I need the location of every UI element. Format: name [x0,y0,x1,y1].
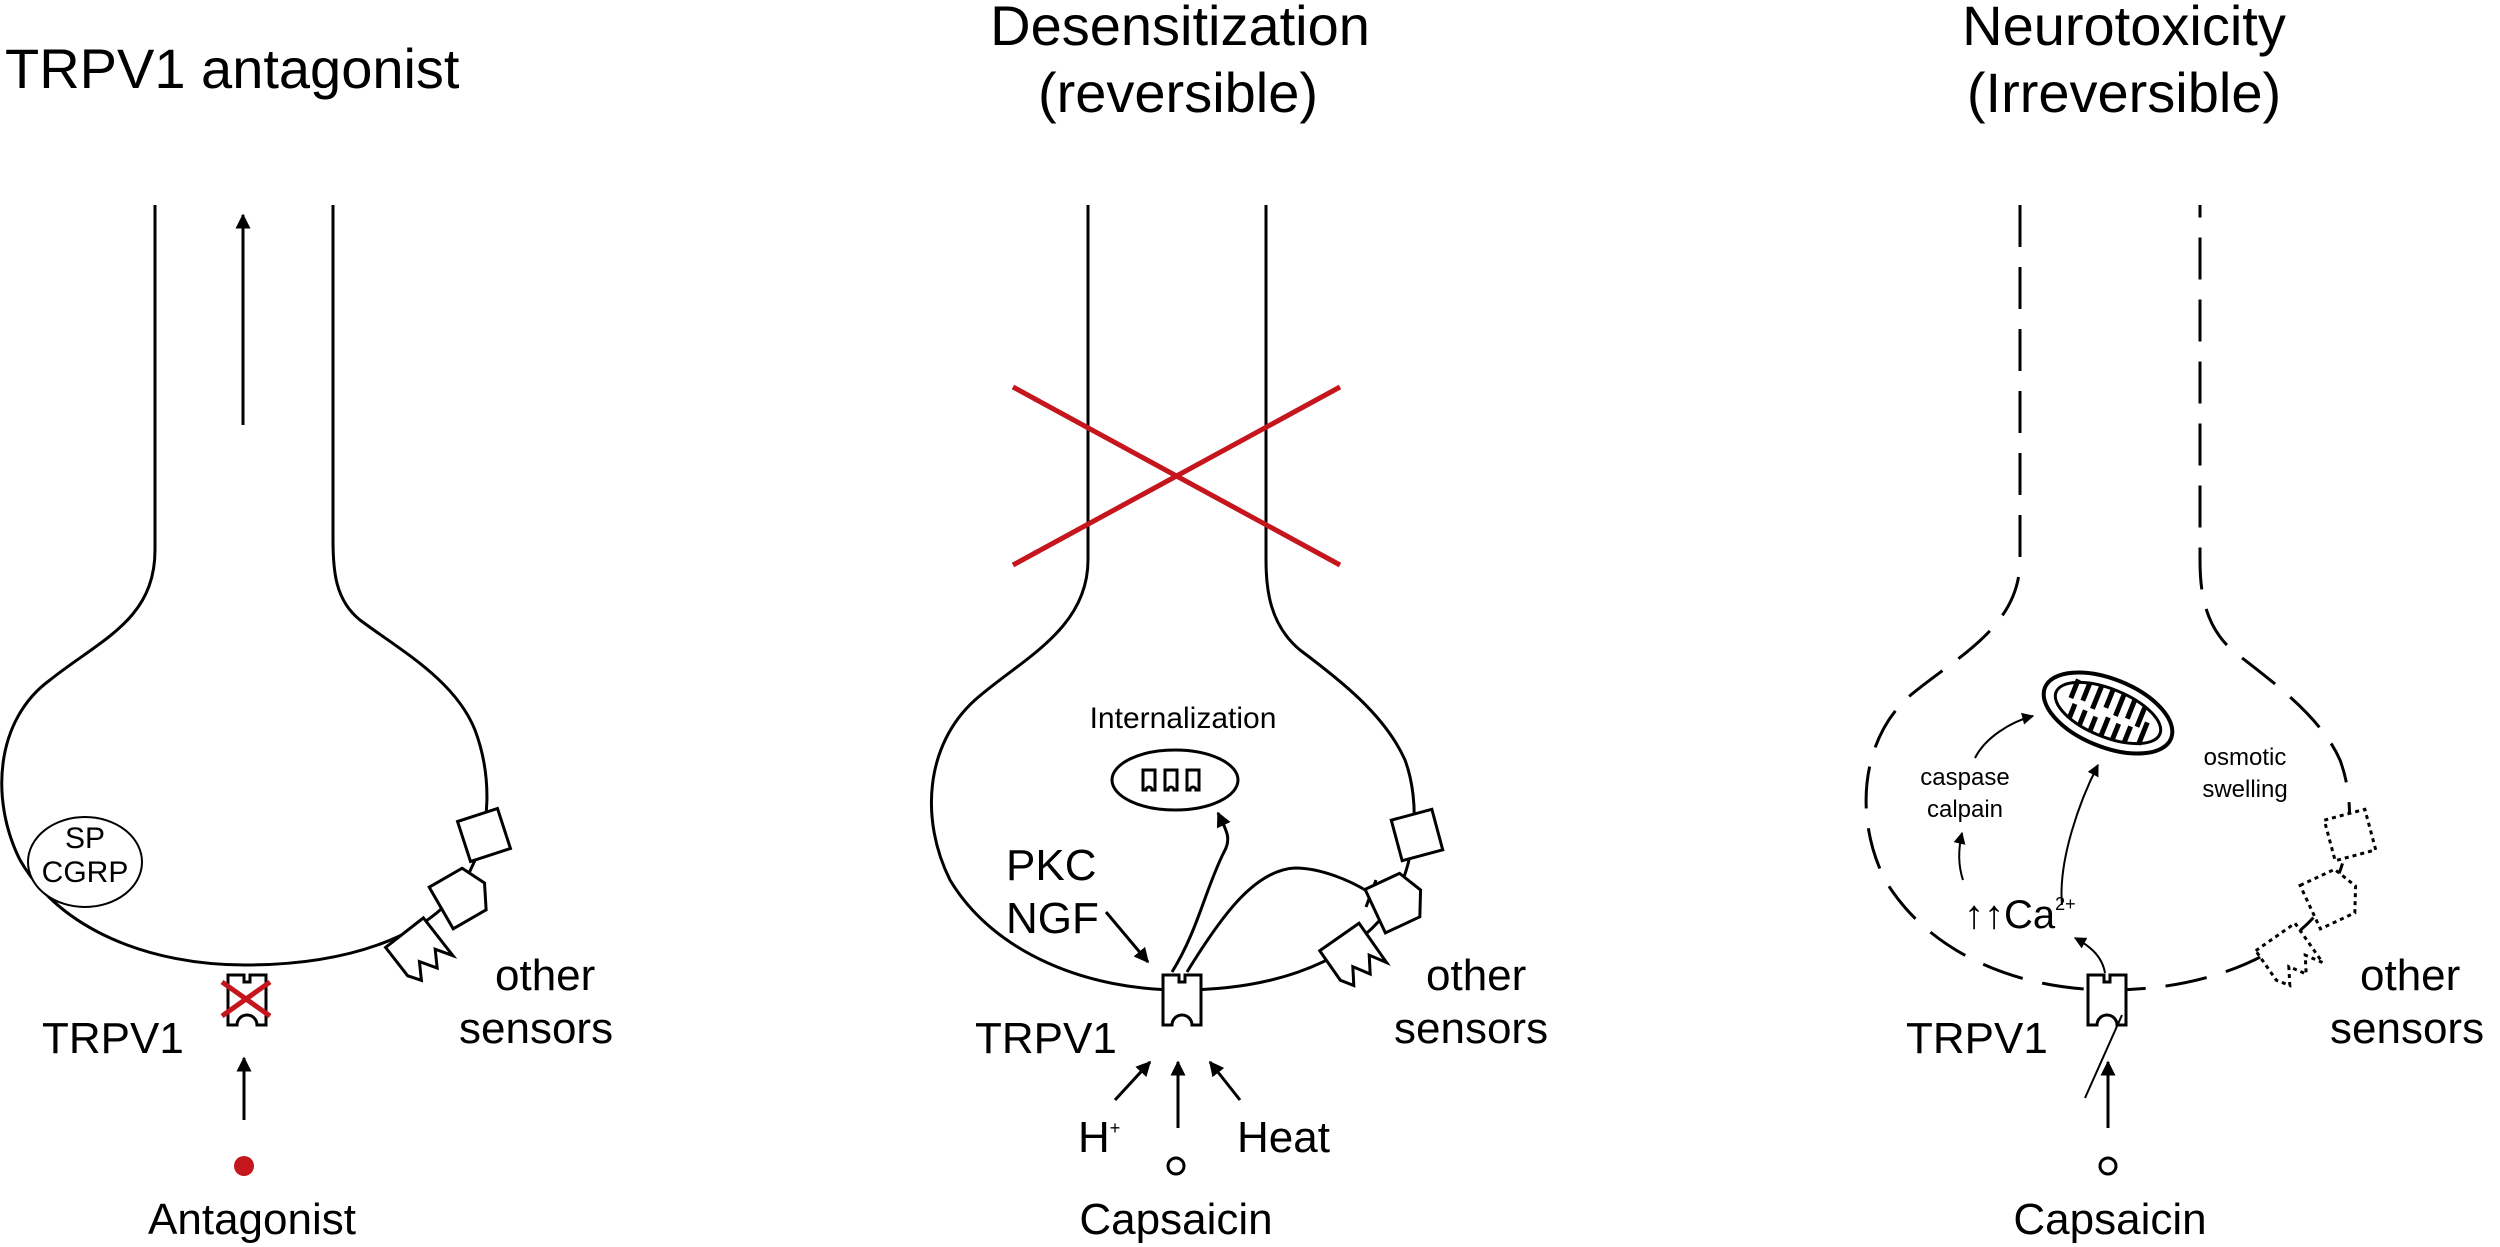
other-sensors-line2: sensors [2330,1004,2484,1053]
other-sensors-line1: other [2360,951,2460,1000]
calcium-to-caspase-arrow [1953,831,1966,881]
panel-desensitization-title-2: (reversible) [1038,61,1318,124]
trpv1-channel [2084,973,2128,1099]
caspase-arrow [1974,712,2035,759]
red-dot-icon [234,1156,254,1176]
sensor-pentagon-icon [427,860,499,931]
sensor-zigzag-icon [1318,921,1389,992]
channel-block-cross-icon [220,979,272,1019]
neuron-membrane-dashed [1864,205,2352,992]
sensor-pentagon-icon [1363,866,1433,935]
internalization-label: Internalization [1090,702,1277,735]
internalized-vesicle [1110,748,1240,812]
proton-arrow [1113,1060,1152,1102]
trpv1-label: TRPV1 [975,1014,1117,1063]
channel-to-calcium-arrow [2073,937,2106,974]
swelling-label: swelling [2202,776,2287,803]
heat-label: Heat [1237,1113,1330,1162]
degraded-sensors [2253,807,2378,988]
other-sensors-line2: sensors [1394,1004,1548,1053]
neuron-membrane [0,205,489,967]
capsaicin-molecule-icon [2098,1156,2118,1176]
panel-neurotoxicity: Neurotoxicity (Irreversible) [1864,0,2484,1244]
calpain-label: calpain [1927,796,2003,823]
sensor-zigzag-icon [384,916,455,987]
heat-arrow [1208,1060,1242,1101]
trpv1-label: TRPV1 [1906,1014,2048,1063]
inhibition-curve [1185,866,1371,973]
osmotic-label: osmotic [2204,744,2287,771]
ngf-label: NGF [1006,894,1099,943]
internalization-arrow [1170,811,1231,973]
pkc-ngf-arrow [1104,911,1150,964]
conduction-block-cross-icon [1011,384,1342,568]
ligand-label: Antagonist [148,1195,356,1244]
caspase-label: caspase [1920,764,2009,791]
peptide-vesicle: SP CGRP [27,816,143,908]
other-sensors-line1: other [1426,951,1526,1000]
other-sensors-line1: other [495,951,595,1000]
panel-neurotoxicity-title-1: Neurotoxicity [1962,0,2286,57]
pkc-label: PKC [1006,841,1096,890]
vesicle-sp: SP [65,822,105,855]
trpv1-channel [1161,973,1203,1027]
panel-neurotoxicity-title-2: (Irreversible) [1967,61,2281,124]
ligand-label: Capsaicin [1079,1195,1272,1244]
panel-antagonist: TRPV1 antagonist SP CGRP TRPV1 other sen… [0,37,613,1244]
panel-antagonist-title: TRPV1 antagonist [5,37,460,100]
other-sensors-line2: sensors [459,1004,613,1053]
vesicle-cgrp: CGRP [42,856,129,889]
panel-desensitization: Desensitization (reversible) Internaliza… [929,0,1548,1244]
trpv1-label: TRPV1 [42,1014,184,1063]
neuron-membrane [929,205,1416,992]
ligand-label: Capsaicin [2013,1195,2206,1244]
sensor-square-icon [1389,807,1445,863]
capsaicin-molecule-icon [1166,1156,1186,1176]
sensor-square-icon [456,807,512,863]
mitochondrion-icon [2041,670,2175,756]
panel-desensitization-title-1: Desensitization [990,0,1370,57]
calcium-label: ↑↑Ca2+ [1964,893,2076,937]
calcium-to-mito-arrow [2060,763,2099,906]
proton-label: H+ [1078,1113,1120,1162]
